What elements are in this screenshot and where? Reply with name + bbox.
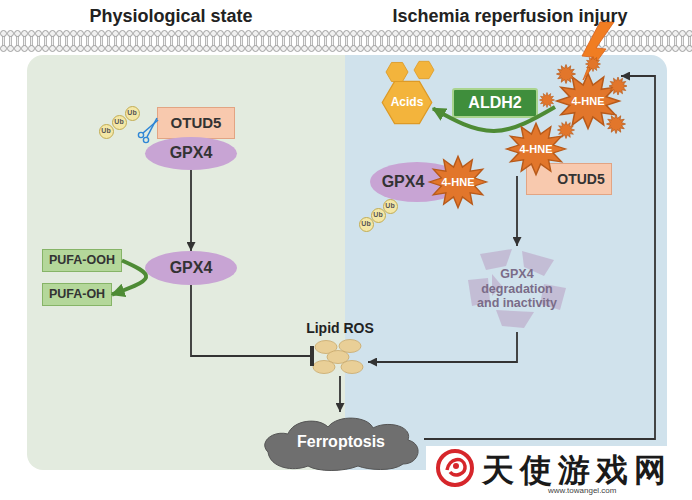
node-label: Ub [373, 211, 382, 219]
protein-ellipse: GPX4 [145, 251, 237, 285]
ubiquitin-circle: Ub [99, 124, 114, 139]
node-label: GPX4 [170, 259, 213, 277]
cloud-outline [265, 418, 418, 470]
protein-box: OTUD5 [157, 107, 235, 139]
connector-arrow [112, 261, 146, 295]
panel-band: Ischemia reperfusion injuryAcidsALDH24-H… [345, 55, 667, 470]
lightning-bolt [582, 22, 614, 80]
protein-fragment [496, 310, 534, 328]
watermark-backdrop [426, 446, 692, 500]
panel-band: Physiological stateUbUbUbOTUD5GPX4PUFA-O… [27, 55, 345, 470]
connector-arrow [516, 176, 518, 246]
node-label: PUFA-OH [49, 287, 105, 301]
lipid-ros-particle [341, 361, 363, 374]
node-label: OTUD5 [171, 114, 222, 131]
hne-splash [558, 122, 575, 139]
node-label: Ub [361, 220, 370, 228]
node-label: 4-HNE [571, 95, 604, 108]
panel-heading: Ischemia reperfusion injury [350, 6, 670, 27]
hne-splash [557, 65, 576, 84]
aldehyde-star: 4-HNE [555, 72, 621, 130]
hexagon-outline [382, 81, 432, 123]
node-label: GPX4 degradation and inactivity [473, 267, 561, 310]
star-outline [557, 73, 620, 128]
connector-arrow [433, 107, 555, 131]
connector-arrow [368, 332, 517, 362]
node-label: GPX4 [170, 144, 213, 162]
ubiquitin-circle: Ub [112, 115, 127, 130]
node-label: Ub [114, 118, 123, 126]
connector-arrow [424, 76, 655, 439]
cell-membrane [0, 30, 692, 52]
lipid-box: PUFA-OH [42, 283, 112, 306]
node-label: Ub [385, 202, 394, 210]
scissors-blade [147, 118, 157, 137]
logo-swirl [447, 460, 465, 475]
lipid-ros-cluster: Lipid ROS [312, 320, 368, 376]
lipid-ros-cluster-outline [312, 338, 368, 376]
acid-hexagon [414, 61, 434, 78]
watermark-logo [438, 451, 472, 485]
acid-hexagon [386, 62, 408, 81]
connector-arrow [190, 170, 192, 251]
protein-fragment [480, 249, 512, 270]
lipid-box: PUFA-OOH [42, 249, 122, 272]
star-outline [429, 156, 486, 207]
hne-splash [609, 77, 627, 95]
degradation-shape: GPX4 degradation and inactivity [462, 246, 572, 332]
scissors-handle [138, 132, 143, 137]
node-label: 4-HNE [441, 176, 474, 189]
aldehyde-star: 4-HNE [505, 122, 567, 176]
hne-splash [607, 115, 626, 134]
panel-heading: Physiological state [26, 6, 316, 27]
node-label: Acids [391, 96, 424, 110]
watermark-url: www.towangel.com [548, 486, 616, 495]
logo-ring [438, 451, 472, 485]
node-label: Ferroptosis [297, 433, 385, 451]
lipid-ros-particle [313, 361, 335, 374]
hne-splash [540, 93, 555, 108]
lipid-ros-particle [339, 340, 361, 353]
scissors-handle [143, 137, 148, 142]
enzyme-box: ALDH2 [452, 88, 538, 118]
node-label: GPX4 [382, 173, 425, 191]
node-label: Ub [127, 109, 136, 117]
protein-ellipse: GPX4 [145, 137, 237, 170]
node-label: OTUD5 [557, 171, 604, 187]
node-label: Ub [101, 127, 110, 135]
node-label: 4-HNE [519, 143, 552, 156]
ferroptosis-cloud: Ferroptosis [258, 412, 424, 472]
ubiquitin-circle: Ub [359, 217, 374, 232]
node-label: Lipid ROS [290, 320, 390, 336]
scissors-icon [138, 118, 158, 143]
node-label: ALDH2 [468, 94, 521, 112]
logo-dot [453, 463, 459, 469]
acid-hexagon: Acids [381, 80, 433, 125]
node-label: PUFA-OOH [49, 253, 115, 267]
aldehyde-star: 4-HNE [428, 155, 488, 209]
connector-arrow [191, 285, 312, 356]
hne-splash [586, 57, 601, 72]
connector-arrow [339, 376, 341, 412]
scissors-blade [143, 120, 158, 133]
ubiquitin-circle: Ub [125, 106, 140, 121]
